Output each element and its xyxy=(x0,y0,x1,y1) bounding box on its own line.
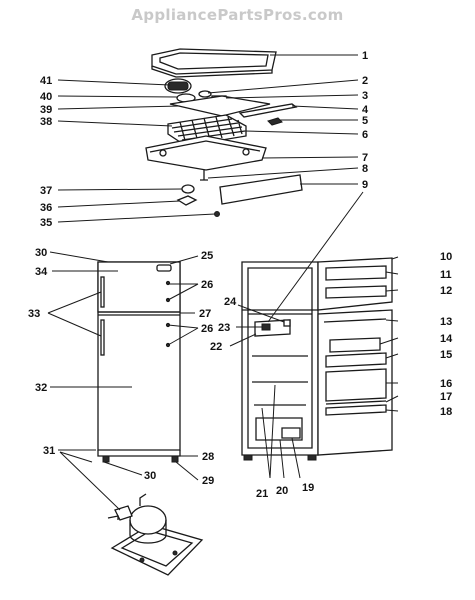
part-11-freezer-shelf xyxy=(325,265,387,281)
part-19-crisper-pan xyxy=(281,427,301,439)
callout-2: 2 xyxy=(362,75,368,87)
callout-16: 16 xyxy=(440,378,452,390)
callout-21: 21 xyxy=(256,488,268,500)
callout-35: 35 xyxy=(40,217,52,229)
callout-27: 27 xyxy=(199,308,211,320)
part-12-freezer-door-rack xyxy=(325,285,387,299)
callout-31: 31 xyxy=(43,445,55,457)
callout-19: 19 xyxy=(302,482,314,494)
part-24-light-socket xyxy=(283,319,291,327)
callout-3: 3 xyxy=(362,90,368,102)
evaporator-assembly xyxy=(145,48,303,217)
callout-15: 15 xyxy=(440,349,452,361)
callout-22: 22 xyxy=(210,341,222,353)
part-18-door-shelf-bottom xyxy=(325,404,387,416)
part-9-shield-panel xyxy=(219,174,303,205)
callout-30-bottom: 30 xyxy=(144,470,156,482)
part-15-door-bin xyxy=(325,352,387,368)
compressor-assembly xyxy=(107,493,204,576)
part-33-handle-upper xyxy=(100,276,105,308)
part-13-door-shelf xyxy=(323,318,387,323)
part-30-foot xyxy=(102,455,110,463)
site-watermark: AppliancePartsPros.com xyxy=(131,6,344,24)
part-20-crisper-drawer xyxy=(255,417,303,441)
part-23-control-knob xyxy=(261,323,271,331)
callout-26-lower: 26 xyxy=(201,323,213,335)
callout-34: 34 xyxy=(35,266,48,278)
callout-8: 8 xyxy=(362,163,368,175)
part-39-cover-plate xyxy=(169,95,271,117)
callout-numbers: 1 2 3 4 5 6 7 8 9 10 11 12 13 14 15 16 1… xyxy=(28,50,453,500)
refrigerator-exterior xyxy=(97,261,181,463)
callout-7: 7 xyxy=(362,152,368,164)
callout-24: 24 xyxy=(224,296,237,308)
part-35-screw xyxy=(214,211,220,217)
callout-14: 14 xyxy=(440,333,453,345)
callout-41: 41 xyxy=(40,75,52,87)
callout-28: 28 xyxy=(202,451,214,463)
callout-17: 17 xyxy=(440,391,452,403)
part-1-top-frame xyxy=(151,48,277,75)
callout-12: 12 xyxy=(440,285,452,297)
part-6-evaporator-coil xyxy=(167,114,247,147)
callout-23: 23 xyxy=(218,322,230,334)
callout-20: 20 xyxy=(276,485,288,497)
leader-lines xyxy=(47,54,399,511)
part-4-drain-tube xyxy=(238,103,298,118)
part-2-grommet xyxy=(198,90,212,98)
part-16-door-panel xyxy=(325,368,387,402)
part-17-door-rack xyxy=(325,400,387,405)
callout-26-upper: 26 xyxy=(201,279,213,291)
callout-40: 40 xyxy=(40,91,52,103)
part-29-leveler xyxy=(171,455,179,463)
part-14-dairy-door xyxy=(329,337,381,353)
compressor-body xyxy=(129,505,167,535)
part-33-handle-lower xyxy=(100,319,105,356)
callout-25: 25 xyxy=(201,250,213,262)
callout-11: 11 xyxy=(440,269,452,281)
refrigerator-interior xyxy=(241,257,393,461)
callout-10: 10 xyxy=(440,251,452,263)
callout-13: 13 xyxy=(440,316,452,328)
part-5-clip xyxy=(267,117,283,126)
compressor-base-plate xyxy=(110,524,204,576)
callout-32: 32 xyxy=(35,382,47,394)
callout-30-top: 30 xyxy=(35,247,47,259)
callout-37: 37 xyxy=(40,185,52,197)
callout-33: 33 xyxy=(28,308,40,320)
callout-4: 4 xyxy=(362,104,369,116)
part-7-evaporator-pan xyxy=(145,135,267,171)
callout-36: 36 xyxy=(40,202,52,214)
callout-29: 29 xyxy=(202,475,214,487)
callout-9: 9 xyxy=(362,179,368,191)
part-36-nut xyxy=(176,195,198,206)
callout-39: 39 xyxy=(40,104,52,116)
callout-6: 6 xyxy=(362,129,368,141)
callout-1: 1 xyxy=(362,50,368,62)
part-37-grommet xyxy=(181,184,195,194)
part-fresh-food-door xyxy=(317,309,393,456)
callout-5: 5 xyxy=(362,115,368,127)
callout-38: 38 xyxy=(40,116,52,128)
callout-18: 18 xyxy=(440,406,452,418)
part-8-drain-fitting xyxy=(200,170,208,181)
part-25-badge xyxy=(156,264,172,272)
